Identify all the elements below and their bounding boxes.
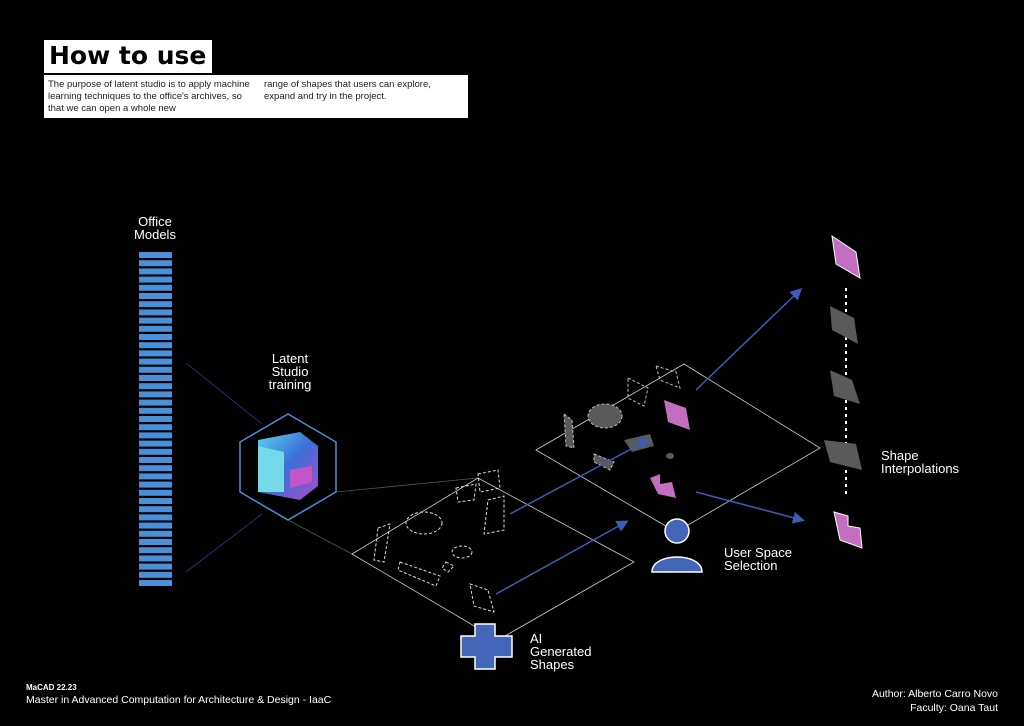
shape-interpolations-label: Shape Interpolations bbox=[881, 448, 960, 476]
office-model-slab bbox=[139, 530, 172, 537]
plus-icon bbox=[460, 623, 513, 670]
office-model-slab bbox=[139, 580, 172, 586]
page-title: How to use bbox=[44, 40, 213, 73]
office-model-slab bbox=[139, 547, 172, 554]
intro-box: The purpose of latent studio is to apply… bbox=[44, 75, 468, 118]
office-model-slab bbox=[139, 563, 172, 570]
ai-generated-label: AI Generated Shapes bbox=[530, 631, 592, 672]
intro-text-col1: The purpose of latent studio is to apply… bbox=[48, 79, 250, 114]
user-selection-label: User Space Selection bbox=[724, 545, 792, 573]
office-model-slab bbox=[139, 539, 172, 545]
faculty-text: Faculty: Oana Taut bbox=[910, 702, 998, 714]
selected-shapes bbox=[563, 365, 690, 498]
office-model-slab bbox=[139, 391, 172, 398]
program-name: Master in Advanced Computation for Archi… bbox=[26, 694, 332, 706]
office-model-slab bbox=[139, 465, 172, 472]
office-model-slab bbox=[139, 448, 172, 455]
office-model-slab bbox=[139, 317, 172, 324]
office-model-slab bbox=[139, 481, 172, 488]
office-model-slab bbox=[139, 416, 172, 422]
office-model-slab bbox=[139, 457, 172, 463]
stacked-models-icon bbox=[139, 252, 172, 586]
credits: Author: Alberto Carro Novo Faculty: Oana… bbox=[872, 687, 998, 715]
office-model-slab bbox=[139, 473, 172, 480]
office-model-slab bbox=[139, 325, 172, 332]
office-models-label: Office Models bbox=[134, 214, 176, 242]
office-model-slab bbox=[139, 571, 172, 578]
office-model-slab bbox=[139, 284, 172, 291]
office-model-slab bbox=[139, 522, 172, 529]
office-model-slab bbox=[139, 383, 172, 390]
office-model-slab bbox=[139, 350, 172, 357]
office-model-slab bbox=[139, 498, 172, 504]
office-model-slab bbox=[139, 407, 172, 414]
office-model-slab bbox=[139, 432, 172, 439]
latent-training-label: Latent Studio training bbox=[268, 351, 312, 392]
office-model-slab bbox=[139, 506, 172, 513]
office-model-slab bbox=[139, 301, 172, 308]
office-model-slab bbox=[139, 366, 172, 373]
intro-text-col2: range of shapes that users can explore, … bbox=[264, 79, 431, 102]
office-model-slab bbox=[139, 309, 172, 316]
office-model-slab bbox=[139, 276, 172, 283]
office-model-slab bbox=[139, 252, 172, 258]
office-model-slab bbox=[139, 514, 172, 521]
office-model-slab bbox=[139, 555, 172, 562]
office-model-slab bbox=[139, 268, 172, 275]
office-model-slab bbox=[139, 334, 172, 340]
office-model-slab bbox=[139, 358, 172, 365]
office-model-slab bbox=[139, 293, 172, 299]
latent-studio-logo-icon bbox=[239, 413, 337, 521]
office-model-slab bbox=[139, 489, 172, 496]
user-icon bbox=[651, 518, 703, 573]
program-tag: MaCAD 22.23 bbox=[26, 683, 77, 692]
office-model-slab bbox=[139, 375, 172, 381]
office-model-slab bbox=[139, 260, 172, 267]
office-model-slab bbox=[139, 440, 172, 447]
office-model-slab bbox=[139, 399, 172, 406]
office-model-slab bbox=[139, 424, 172, 431]
interpolation-shapes bbox=[824, 234, 863, 549]
author-text: Author: Alberto Carro Novo bbox=[871, 688, 998, 700]
office-model-slab bbox=[139, 342, 172, 349]
